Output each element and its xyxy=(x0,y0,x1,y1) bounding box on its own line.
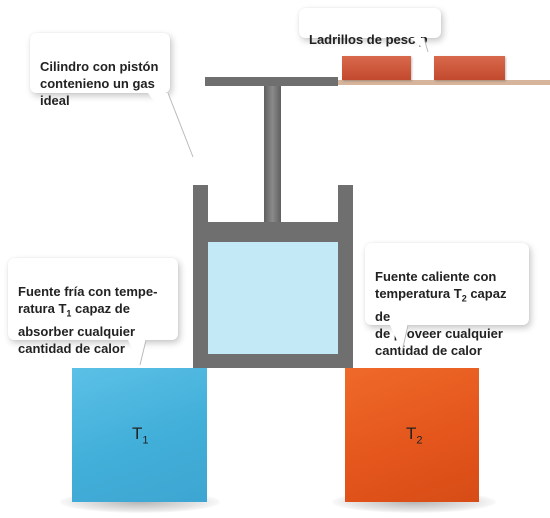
cold-reservoir-subscript: 1 xyxy=(142,434,149,447)
hot-reservoir xyxy=(345,368,479,502)
hot-callout-text: Fuente caliente con temperatura T xyxy=(375,269,497,301)
cold-callout-text: Fuente fría con tempe- ratura T xyxy=(18,284,158,316)
hot-reservoir-label: T2 xyxy=(406,424,423,446)
piston-head xyxy=(208,222,338,242)
cold-callout-subscript: 1 xyxy=(66,308,72,319)
bricks-pointer-edge xyxy=(423,37,429,53)
hot-callout-subscript: 2 xyxy=(461,293,467,304)
bricks-callout: Ladrillos de peso p xyxy=(299,8,441,47)
cylinder-left-wall xyxy=(193,185,208,368)
cold-reservoir-t: T xyxy=(132,424,143,443)
brick-right xyxy=(434,56,505,80)
piston-rod xyxy=(264,86,281,222)
cold-source-callout: Fuente fría con tempe- ratura T1 capaz d… xyxy=(8,258,178,356)
hot-pointer-edge xyxy=(401,324,409,353)
piston-top-plate xyxy=(205,77,338,86)
cold-callout-text-rest: capaz de absorber cualquier cantidad de … xyxy=(18,301,136,356)
hot-reservoir-subscript: 2 xyxy=(416,434,423,447)
brick-left xyxy=(342,56,411,80)
cold-reservoir-label: T1 xyxy=(132,424,149,446)
cold-pointer-edge xyxy=(139,339,147,366)
ideal-gas xyxy=(208,242,338,354)
cylinder-pointer-edge xyxy=(167,92,194,158)
bricks-callout-text: Ladrillos de peso xyxy=(309,32,420,47)
hot-reservoir-t: T xyxy=(406,424,417,443)
hot-source-callout: Fuente caliente con temperatura T2 capaz… xyxy=(365,243,529,358)
cylinder-callout: Cilindro con pistón contenieno un gas id… xyxy=(30,33,170,108)
bricks-pointer xyxy=(410,38,428,52)
cylinder-bottom xyxy=(193,354,353,368)
brick-shelf xyxy=(334,80,550,85)
cylinder-right-wall xyxy=(338,185,353,368)
cylinder-callout-text: Cilindro con pistón contenieno un gas id… xyxy=(40,59,159,108)
cylinder-pointer xyxy=(148,93,193,157)
cold-reservoir xyxy=(72,368,207,502)
